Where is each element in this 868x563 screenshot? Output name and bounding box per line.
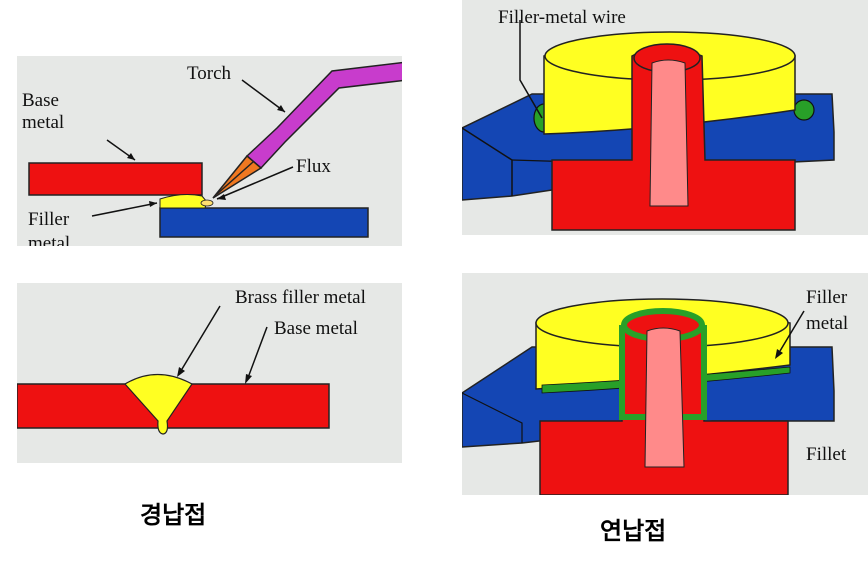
brazing-joint-diagram bbox=[17, 283, 402, 463]
torch-body bbox=[245, 61, 402, 170]
filler-metal-wire-label: Filler-metal wire bbox=[498, 7, 626, 28]
flux-spot bbox=[200, 199, 214, 207]
brazing-torch-panel: Torch Base metal Flux Filler metal bbox=[17, 56, 402, 246]
filler-metal-label-2: Filler metal bbox=[806, 287, 849, 334]
upper-base-metal-plate bbox=[28, 162, 203, 196]
torch-label: Torch bbox=[187, 63, 232, 84]
soldering-caption: 연납접 bbox=[600, 517, 667, 545]
filler-wire-ring-right bbox=[793, 99, 815, 121]
brass-filler-metal-label: Brass filler metal bbox=[235, 287, 366, 308]
filler-metal-label: Filler metal bbox=[28, 209, 71, 246]
brazing-caption: 경납접 bbox=[140, 501, 207, 529]
brazing-torch-diagram bbox=[17, 56, 402, 246]
fillet-label: Fillet bbox=[806, 444, 847, 465]
brazing-joint-panel: Brass filler metal Base metal bbox=[17, 283, 402, 463]
flux-label: Flux bbox=[296, 156, 331, 177]
base-metal-label: Base metal bbox=[22, 90, 65, 133]
solder-joint-panel: Filler metal Fillet bbox=[462, 273, 868, 495]
solder-joint-diagram bbox=[462, 273, 868, 495]
brass-filler-bead bbox=[124, 374, 193, 435]
solder-wire-diagram bbox=[462, 0, 868, 235]
base-metal-label-2: Base metal bbox=[274, 318, 358, 339]
filler-metal-bead bbox=[159, 194, 208, 209]
lower-base-metal-plate bbox=[159, 207, 369, 238]
solder-wire-panel: Filler-metal wire bbox=[462, 0, 868, 235]
